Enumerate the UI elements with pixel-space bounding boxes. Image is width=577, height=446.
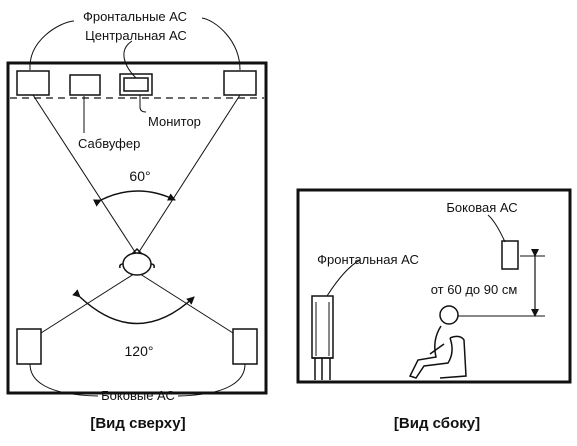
front-right-speaker (223, 70, 257, 96)
side-view (296, 188, 572, 384)
room-outline (6, 61, 268, 395)
listener-seated (408, 305, 467, 379)
label-side-front: Фронтальная АС (317, 252, 419, 267)
label-monitor: Монитор (148, 114, 201, 129)
label-height-range: от 60 до 90 см (431, 282, 518, 297)
leader-side-surround (487, 214, 506, 243)
label-side-surround: Боковая АС (446, 200, 517, 215)
leader-monitor (139, 95, 147, 113)
line-front-right (136, 94, 241, 256)
leader-side-front (326, 259, 361, 297)
leader-surround-left (29, 363, 99, 397)
angle-label-120: 120° (125, 343, 154, 359)
label-center-speaker: Центральная АС (85, 28, 187, 43)
leader-front-right (201, 17, 241, 71)
subwoofer (69, 74, 101, 96)
line-surround-right (136, 271, 234, 334)
caption-top-view: [Вид сверху] (90, 415, 185, 432)
angle-arc-60 (92, 190, 176, 207)
surround-speaker-side (501, 240, 519, 270)
angle-arc-120 (72, 289, 195, 325)
caption-side-view: [Вид сбоку] (394, 415, 480, 432)
leader-front-left (29, 20, 75, 71)
leader-center (123, 40, 137, 79)
listener-head-top (119, 247, 155, 276)
line-surround-left (40, 271, 138, 334)
surround-left-speaker (16, 328, 42, 365)
front-left-speaker (16, 70, 50, 96)
top-view (6, 17, 268, 397)
surround-right-speaker (232, 328, 258, 365)
label-subwoofer: Сабвуфер (78, 136, 140, 151)
line-front-left (32, 94, 138, 256)
label-surround-speakers: Боковые АС (101, 388, 175, 403)
front-speaker-side (311, 295, 334, 380)
leader-surround-right (177, 363, 246, 397)
angle-label-60: 60° (129, 168, 150, 184)
center-speaker (123, 77, 149, 92)
side-room-outline (296, 188, 572, 384)
label-front-speakers: Фронтальные АС (83, 9, 187, 24)
